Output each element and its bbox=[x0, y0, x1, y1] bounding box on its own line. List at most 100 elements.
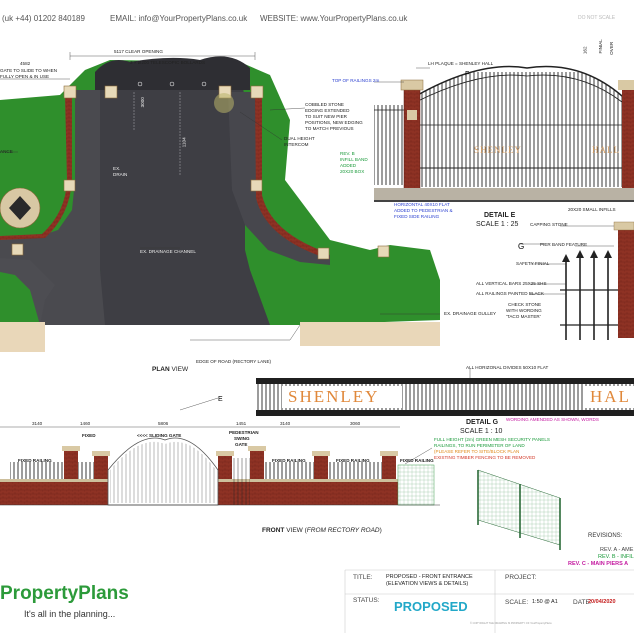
detail-g-hall-text: HAL bbox=[590, 387, 631, 406]
plan-dim-4582: 4582 bbox=[20, 61, 31, 66]
detail-e-infill-note-3: ADDED bbox=[340, 163, 357, 168]
front-view-drawing bbox=[0, 397, 561, 550]
title-value-1: PROPOSED - FRONT ENTRANCE bbox=[386, 574, 473, 580]
revision-c: REV. C - MAIN PIERS A bbox=[568, 561, 629, 567]
front-dim-4: 1451 bbox=[236, 421, 247, 426]
detail-g-capping-stone: CAPPING STONE bbox=[530, 222, 568, 227]
front-dim-2: 1460 bbox=[80, 421, 91, 426]
scale-value: 1:50 @ A1 bbox=[532, 599, 558, 605]
front-pedestrian-1: PEDESTRIAN bbox=[229, 430, 259, 435]
detail-g-title: DETAIL G bbox=[466, 419, 499, 426]
plan-edge-of-road: EDGE OF ROAD (RECTORY LANE) bbox=[196, 359, 272, 364]
title-label: TITLE: bbox=[353, 574, 373, 581]
detail-e-top-railings: TOP OF RAILINGS 2m bbox=[332, 78, 380, 83]
project-label: PROJECT: bbox=[505, 574, 537, 581]
detail-g-small-infills: 20X20 SMALL INFILLS bbox=[568, 207, 616, 212]
detail-e-horizontal-note-3: FIXED SIDE RAILING bbox=[394, 214, 440, 219]
date-label: DATE: bbox=[573, 599, 592, 606]
front-dim-6: 3060 bbox=[350, 421, 361, 426]
plan-intercom-note-1: DUAL HEIGHT bbox=[284, 136, 315, 141]
front-dim-1: 3140 bbox=[32, 421, 43, 426]
plan-drain-label-2: DRAIN bbox=[113, 172, 128, 177]
plan-driveway bbox=[100, 70, 270, 325]
front-sliding-gate-label: <<<< SLIDING GATE bbox=[137, 433, 182, 438]
plan-dim-1104: 1104 bbox=[181, 137, 187, 148]
detail-e-over: OVER bbox=[609, 41, 615, 55]
plan-dim-clear-opening: 5117 CLEAR OPENING bbox=[114, 49, 163, 54]
detail-g-callout-g: G bbox=[518, 242, 525, 251]
detail-g-scale: SCALE 1 : 10 bbox=[460, 428, 503, 435]
detail-g-horizontal-divides: ALL HORIZONAL DIVIDES 50X10 FLAT bbox=[466, 365, 549, 370]
plan-gate-slide-note: GATE TO SLIDE TO WHEN bbox=[0, 68, 58, 73]
detail-g-painted-black: ALL RAILINGS PAINTED BLACK bbox=[476, 291, 544, 296]
detail-e-infill-note-2: INFILL BAND bbox=[340, 157, 368, 162]
plan-drain-label-1: EX. bbox=[113, 166, 121, 171]
detail-e-scale: SCALE 1 : 25 bbox=[476, 221, 519, 228]
detail-e-horizontal-note-2: ADDED TO PEDESTRIAN & bbox=[394, 208, 453, 213]
plan-gate-slide-note-2: FULLY OPEN & IN USE bbox=[0, 74, 50, 79]
detail-e-plaque-note: LH PLAQUE = SHENLEY HALL bbox=[428, 61, 494, 66]
front-fixed-railing-2: FIXED RAILING bbox=[272, 458, 306, 463]
title-block-frame bbox=[344, 569, 634, 633]
plan-intercom-note-2: INTERCOM bbox=[284, 142, 309, 147]
front-fixed-railing-1: FIXED RAILING bbox=[18, 458, 52, 463]
detail-g-band bbox=[256, 368, 634, 416]
detail-g-check-stone-2: WITH WORDING bbox=[506, 308, 542, 313]
detail-g-vertical-bars: ALL VERTICAL BARS 25X25 SHS bbox=[476, 281, 547, 286]
scale-label: SCALE: bbox=[505, 599, 529, 606]
plan-dim-3000: 3000 bbox=[139, 97, 145, 108]
plan-view bbox=[0, 52, 440, 352]
detail-e-title: DETAIL E bbox=[484, 212, 516, 219]
detail-g-drawing bbox=[520, 221, 634, 340]
detail-g-check-stone-1: CHECK STONE bbox=[508, 302, 542, 307]
plan-ance-label: ANCE bbox=[0, 149, 13, 154]
detail-e-finial: FINIAL bbox=[597, 39, 603, 54]
front-fixed-railing-3: FIXED RAILING bbox=[336, 458, 370, 463]
revision-b: REV. B - INFIL bbox=[598, 554, 634, 560]
detail-g-pier-band: PIER BAND FEATURE bbox=[540, 242, 588, 247]
plan-cobbled-note-2: EDGING EXTENDED bbox=[305, 108, 350, 113]
plan-cobbled-note-1: COBBLED STONE bbox=[305, 102, 344, 107]
front-mesh-note-3: (PLEASE REFER TO SITE/BLOCK PLAN bbox=[434, 449, 520, 454]
front-mesh-note-4: EXISTING TIMBER FENCING TO BE REMOVED bbox=[434, 455, 536, 460]
brand-logo: PropertyPlans bbox=[0, 584, 129, 603]
revision-a: REV. A - AME bbox=[600, 547, 634, 553]
front-fixed-label: FIXED bbox=[82, 433, 96, 438]
detail-e-shenley-text: SHENLEY bbox=[474, 145, 522, 155]
detail-g-shenley-text: SHENLEY bbox=[288, 387, 380, 406]
detail-e-dim-162: 162 bbox=[582, 46, 588, 55]
detail-e-drawing bbox=[374, 65, 634, 202]
detail-g-safety-finial: SAFETY FINIAL bbox=[516, 261, 550, 266]
plan-bollards-note: 3 × Ø200 TELESCOPIC BOLLARDS bbox=[130, 60, 206, 65]
plan-view-title: PLAN VIEW bbox=[152, 366, 189, 373]
detail-e-callout-f: F bbox=[465, 71, 470, 78]
brand-tagline: It's all in the planning... bbox=[24, 609, 116, 619]
front-mesh-note-1: FULL HEIGHT (2m) GREEN MESH SECURITY PAN… bbox=[434, 437, 550, 442]
plan-cobbled-note-5: TO MATCH PREVIOUS bbox=[305, 126, 354, 131]
status-label: STATUS: bbox=[353, 597, 380, 604]
title-value-2: (ELEVATION VIEWS & DETAILS) bbox=[386, 581, 469, 587]
front-dim-3: 5806 bbox=[158, 421, 169, 426]
header-phone: (uk +44) 01202 840189 bbox=[2, 14, 85, 23]
front-mesh-note-2: RAILINGS, TO RUN PERIMETER OF LAND bbox=[434, 443, 525, 448]
front-callout-e: E bbox=[218, 396, 223, 403]
do-not-scale-note: DO NOT SCALE bbox=[578, 15, 616, 21]
front-dim-5: 3140 bbox=[280, 421, 291, 426]
front-fixed-railing-4: FIXED RAILING bbox=[400, 458, 434, 463]
brand-property: Property bbox=[0, 583, 79, 604]
plan-cobbled-note-3: TO SUIT NEW PIER bbox=[305, 114, 347, 119]
plan-tarmac-left bbox=[0, 90, 110, 325]
header-website: WEBSITE: www.YourPropertyPlans.co.uk bbox=[260, 14, 408, 23]
detail-e-infill-note-4: 20X20 BOX bbox=[340, 169, 365, 174]
status-value: PROPOSED bbox=[394, 599, 468, 614]
front-pedestrian-3: GATE bbox=[235, 442, 248, 447]
date-value: 20/04/2020 bbox=[588, 599, 616, 605]
brand-plans: Plans bbox=[78, 583, 129, 604]
plan-drainage-gulley: EX. DRAINAGE GULLEY bbox=[444, 311, 497, 316]
detail-e-hall-text: HALL bbox=[592, 145, 620, 155]
plan-drainage-channel: EX. DRAINAGE CHANNEL bbox=[140, 249, 196, 254]
copyright-note: © COPYRIGHT THE DRAWING IS PROPERTY OF Y… bbox=[470, 622, 552, 625]
detail-e-horizontal-note-1: HORIZONTAL 40X10 FLAT bbox=[394, 202, 450, 207]
plan-cobbled-note-4: POSITIONS, NEW EDGING bbox=[305, 120, 363, 125]
